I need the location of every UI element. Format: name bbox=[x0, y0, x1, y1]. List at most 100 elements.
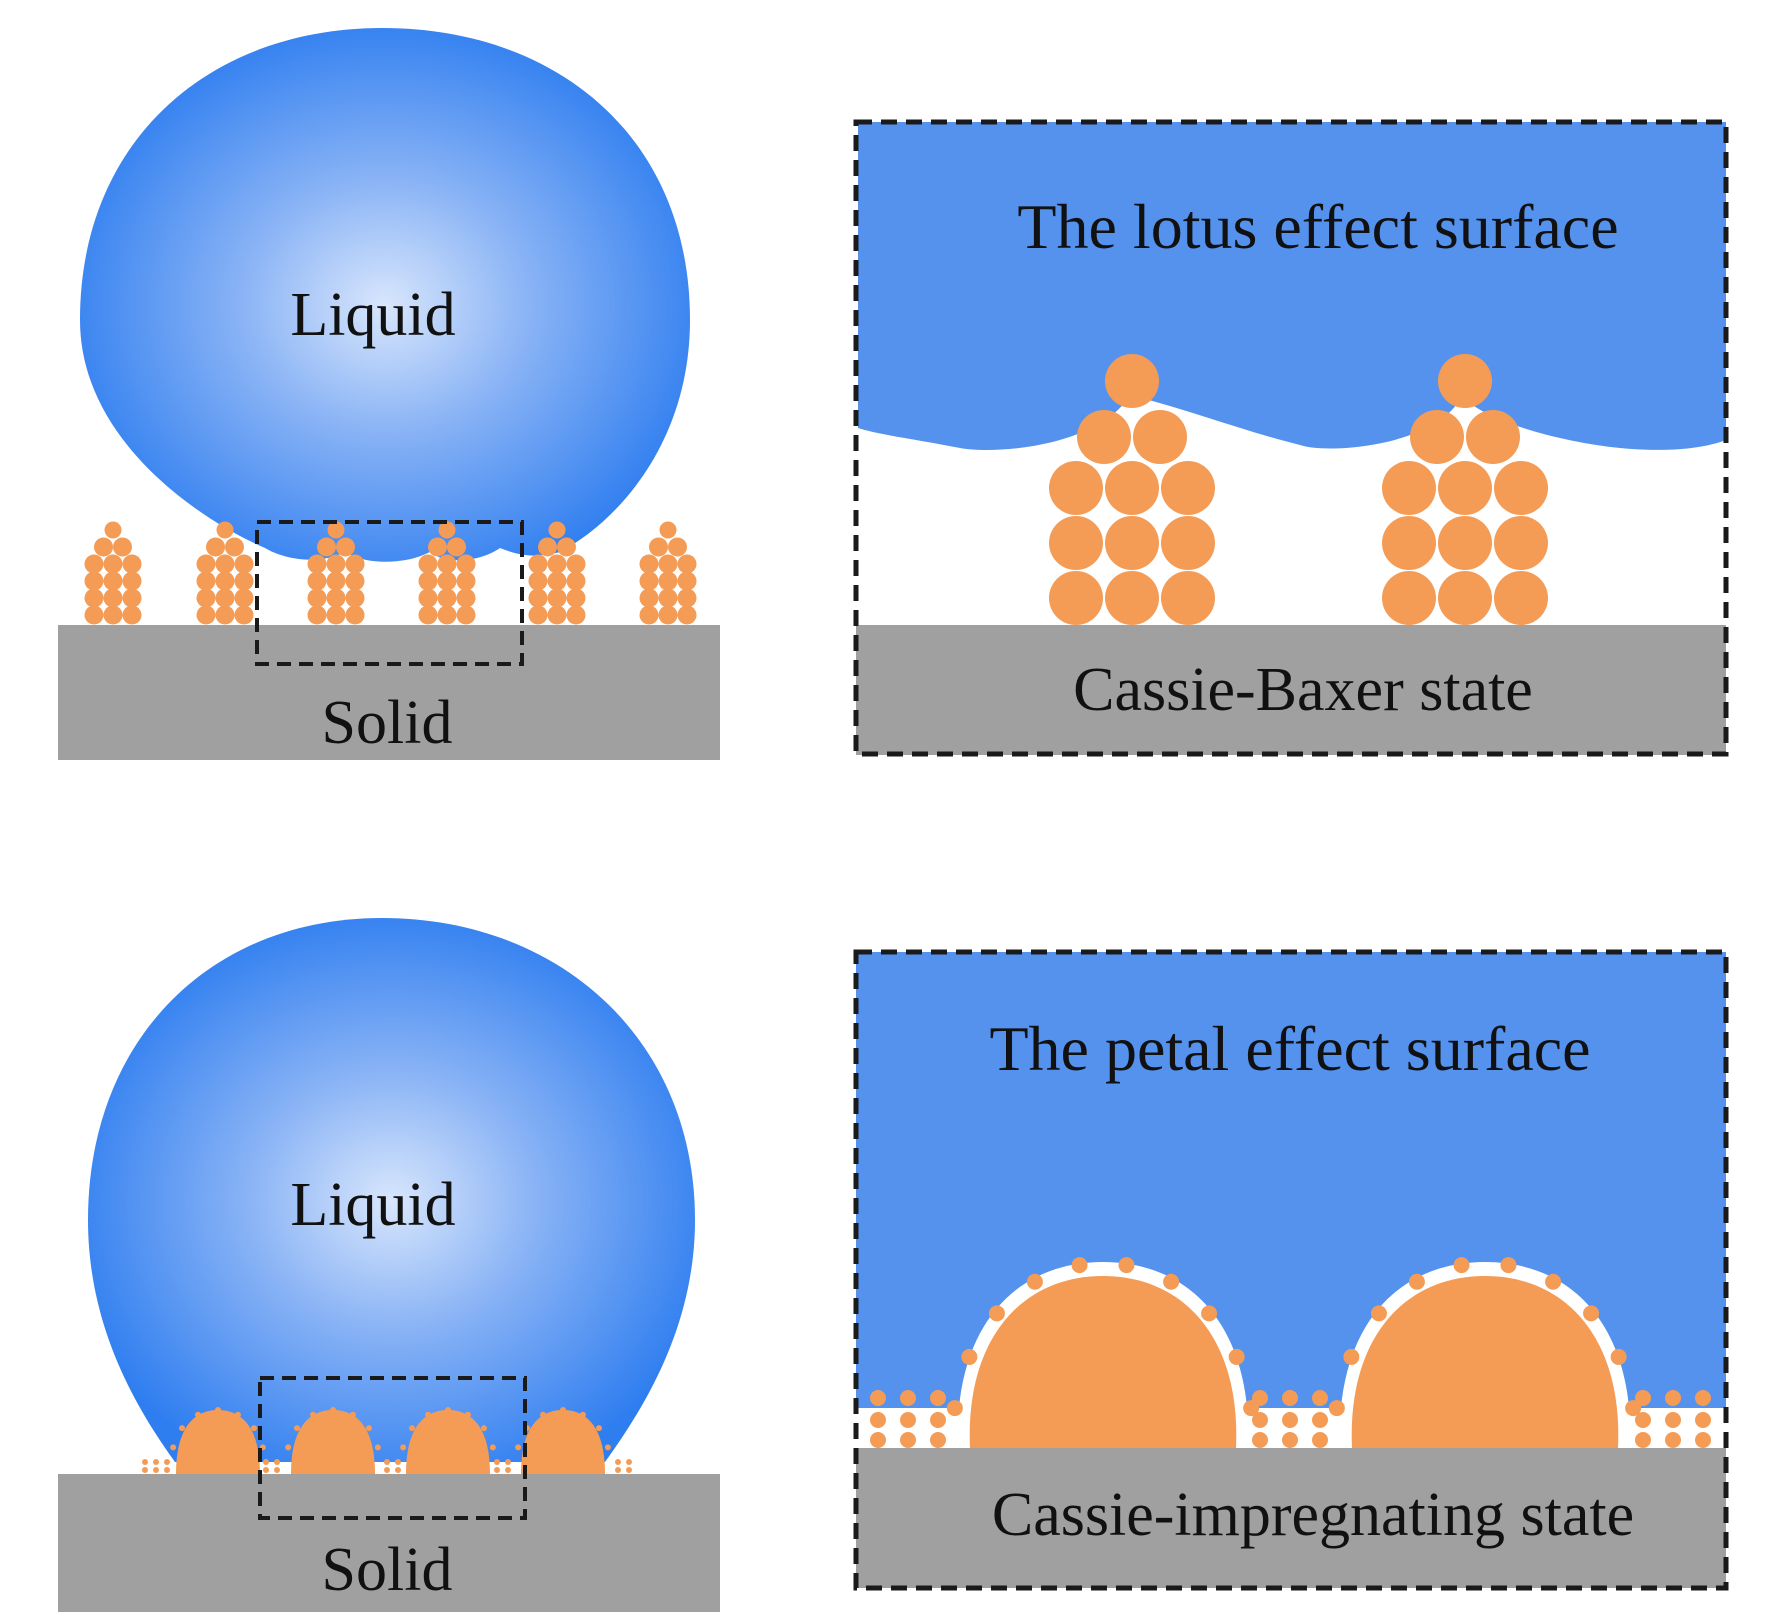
particle bbox=[395, 1467, 401, 1473]
particle bbox=[1105, 571, 1159, 625]
particle bbox=[595, 1425, 602, 1432]
particle bbox=[384, 1459, 390, 1465]
particle bbox=[234, 554, 254, 574]
particle bbox=[445, 1407, 451, 1413]
particle bbox=[215, 605, 235, 625]
particle bbox=[310, 1411, 317, 1418]
zoom-box-bottom bbox=[258, 1376, 527, 1520]
micro-dome bbox=[1351, 1276, 1619, 1448]
particle bbox=[374, 1444, 381, 1451]
particle bbox=[1312, 1412, 1328, 1428]
particle bbox=[400, 1444, 407, 1451]
particle bbox=[505, 1459, 511, 1465]
particle bbox=[639, 554, 659, 574]
liquid-label-top: Liquid bbox=[290, 281, 455, 349]
particle bbox=[900, 1390, 916, 1406]
particle bbox=[1408, 1273, 1425, 1290]
particle bbox=[566, 554, 586, 574]
particle bbox=[1312, 1432, 1328, 1448]
micro-bump bbox=[406, 1410, 490, 1474]
particle bbox=[870, 1412, 886, 1428]
lotus-overview-panel: Liquid Solid bbox=[58, 28, 720, 760]
particle bbox=[658, 571, 678, 591]
particle bbox=[365, 1425, 372, 1432]
particle bbox=[1583, 1305, 1600, 1322]
particle bbox=[930, 1390, 946, 1406]
inset-frame-bottom bbox=[853, 949, 1729, 1591]
particle bbox=[1228, 1348, 1245, 1365]
particle bbox=[547, 605, 567, 625]
micro-dome bbox=[969, 1276, 1237, 1448]
particle bbox=[659, 521, 677, 539]
particle bbox=[215, 1407, 221, 1413]
particle bbox=[250, 1425, 257, 1432]
particle bbox=[639, 571, 659, 591]
particle bbox=[113, 537, 132, 557]
particle bbox=[1453, 1257, 1470, 1274]
particle bbox=[1665, 1432, 1681, 1448]
particle bbox=[961, 1348, 978, 1365]
solid-substrate-top bbox=[58, 625, 720, 760]
particle bbox=[326, 588, 346, 608]
particle bbox=[1610, 1348, 1627, 1365]
particle bbox=[1466, 410, 1520, 464]
particle bbox=[566, 605, 586, 625]
particle bbox=[216, 521, 234, 539]
particle bbox=[1163, 1273, 1180, 1290]
particle bbox=[604, 1444, 611, 1451]
particle bbox=[649, 537, 668, 557]
particle bbox=[1252, 1390, 1268, 1406]
particle bbox=[263, 1459, 269, 1465]
particle bbox=[1343, 1348, 1360, 1365]
particle bbox=[494, 1467, 500, 1473]
particle bbox=[1494, 461, 1548, 515]
particle bbox=[234, 588, 254, 608]
particle bbox=[626, 1459, 632, 1465]
petal-title: The petal effect surface bbox=[989, 1013, 1590, 1084]
particle bbox=[307, 571, 327, 591]
particle bbox=[195, 1411, 202, 1418]
particle bbox=[677, 588, 697, 608]
particle bbox=[274, 1467, 280, 1473]
particle bbox=[489, 1444, 496, 1451]
particle-columns-lotus bbox=[1049, 354, 1548, 625]
particle bbox=[215, 571, 235, 591]
particle bbox=[327, 521, 345, 539]
particle bbox=[196, 605, 216, 625]
particle bbox=[1438, 571, 1492, 625]
lotus-inset-panel: The lotus effect surface Cassie-Baxer st… bbox=[853, 119, 1729, 757]
particle bbox=[615, 1467, 621, 1473]
particle bbox=[307, 554, 327, 574]
particle bbox=[547, 554, 567, 574]
particle bbox=[528, 605, 548, 625]
particle bbox=[103, 588, 123, 608]
particle bbox=[566, 588, 586, 608]
particle bbox=[307, 605, 327, 625]
particle bbox=[548, 521, 566, 539]
particle bbox=[900, 1432, 916, 1448]
particle bbox=[456, 554, 476, 574]
particle bbox=[1118, 1257, 1135, 1274]
particle bbox=[294, 1425, 301, 1432]
particle bbox=[1370, 1305, 1387, 1322]
particle bbox=[677, 605, 697, 625]
particle bbox=[1252, 1412, 1268, 1428]
lotus-title: The lotus effect surface bbox=[1017, 191, 1618, 262]
particle bbox=[196, 554, 216, 574]
particle bbox=[1695, 1412, 1711, 1428]
micro-bump bbox=[176, 1410, 260, 1474]
particle bbox=[1282, 1432, 1298, 1448]
particle bbox=[1328, 1400, 1345, 1417]
particle bbox=[215, 554, 235, 574]
liquid-droplet-top-shape bbox=[80, 28, 690, 562]
particle bbox=[142, 1459, 148, 1465]
particle bbox=[456, 588, 476, 608]
particle bbox=[345, 605, 365, 625]
particle bbox=[540, 1411, 547, 1418]
particle bbox=[668, 537, 687, 557]
particle bbox=[122, 571, 142, 591]
particle bbox=[345, 554, 365, 574]
particle bbox=[330, 1407, 336, 1413]
particle bbox=[84, 571, 104, 591]
